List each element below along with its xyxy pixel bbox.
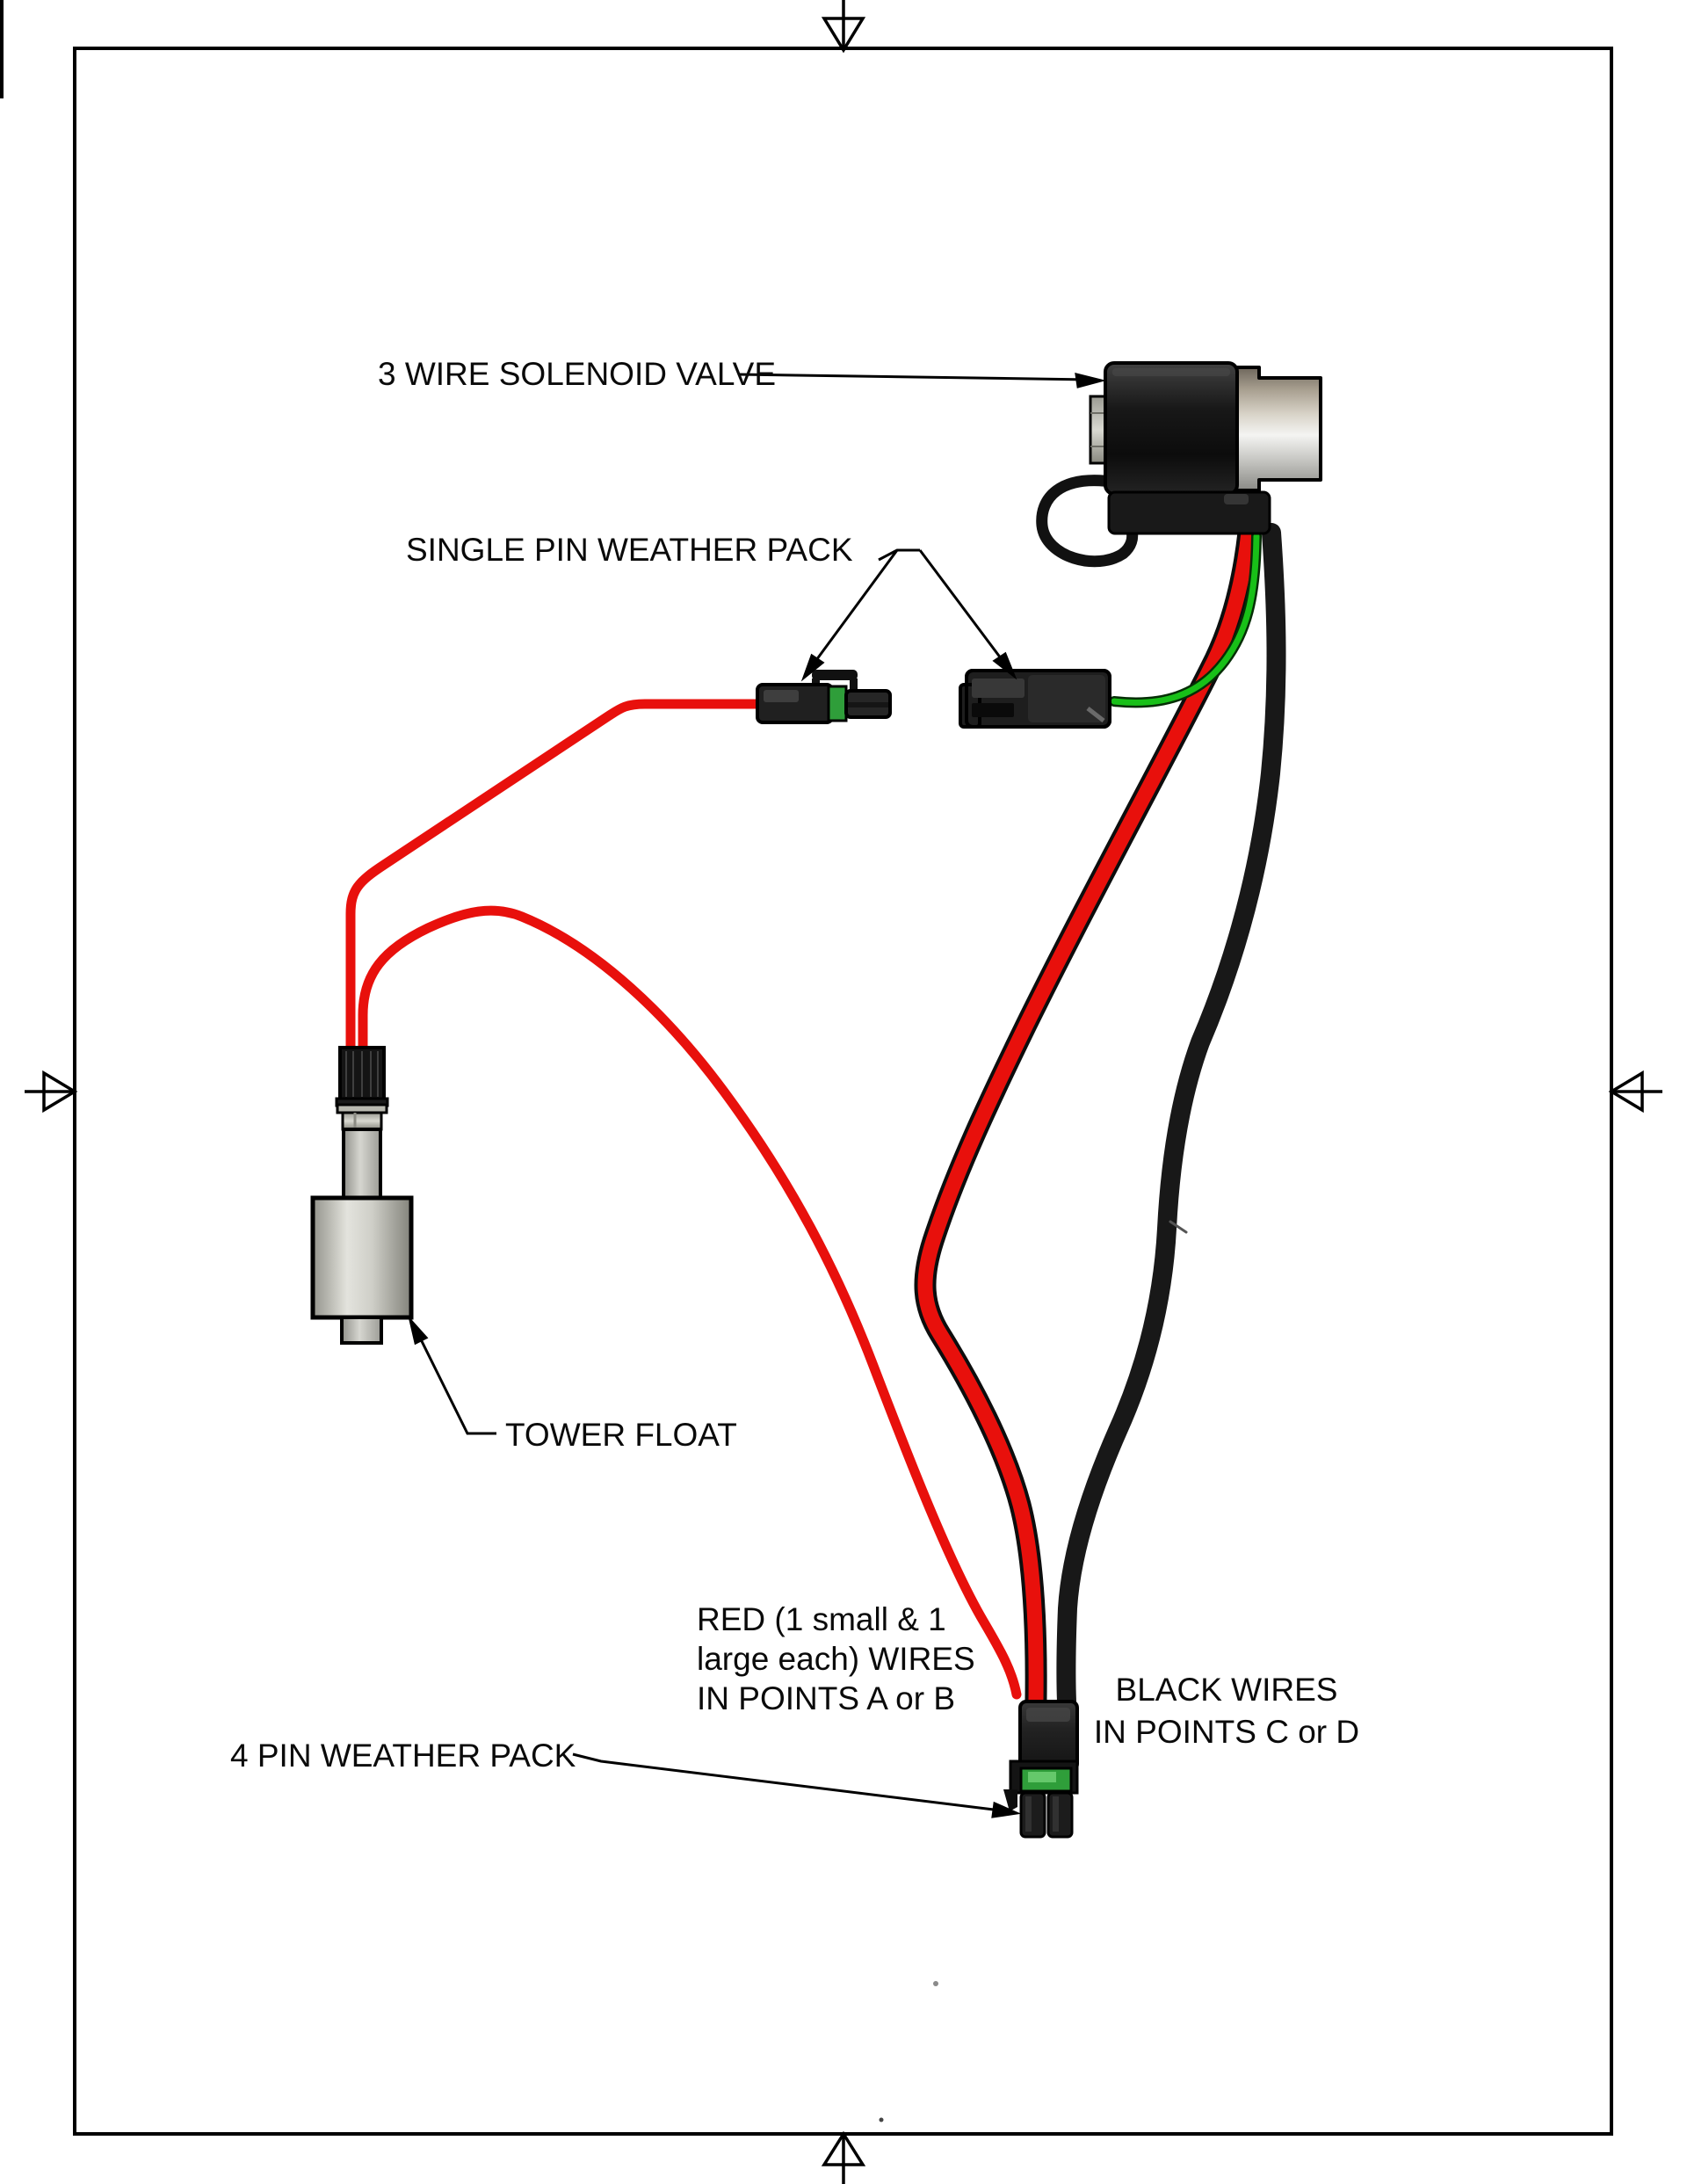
connector-gloss-mark <box>1086 707 1105 722</box>
registration-mark-right <box>1608 1070 1662 1114</box>
large-black-wire <box>1056 523 1286 1711</box>
solenoid-body-highlight <box>1112 368 1230 376</box>
solenoid-coil-body <box>1104 361 1239 496</box>
leader-tower-float <box>408 1315 496 1435</box>
note-black-wires: BLACK WIRES IN POINTS C or D <box>1094 1672 1359 1750</box>
connector-body-sheen <box>1028 675 1105 722</box>
small-red-wire-float-arc <box>358 905 1022 1700</box>
solenoid-bail-loop <box>1036 475 1139 568</box>
float-cap-knurl <box>345 1051 379 1097</box>
note-red-wires: RED (1 small & 1 large each) WIRES IN PO… <box>697 1601 975 1716</box>
scan-speck <box>933 1981 938 1986</box>
wire-harness <box>345 521 1286 1711</box>
four-pin-latch-tab <box>1003 1789 1017 1811</box>
connector-cavity-top <box>972 678 1025 698</box>
single-pin-connector-male <box>959 669 1111 729</box>
note-red-wires-line1: RED (1 small & 1 <box>697 1601 946 1637</box>
float-hex-nut <box>341 1111 383 1131</box>
leader-single-pin <box>800 548 1017 682</box>
leader-lines <box>408 373 1106 1818</box>
leader-four-pin <box>572 1752 1022 1818</box>
registration-mark-bottom <box>821 2130 866 2184</box>
float-body <box>310 1195 414 1320</box>
label-solenoid-valve: 3 WIRE SOLENOID VALVE <box>378 356 776 392</box>
border-rect <box>73 47 1613 2136</box>
four-pin-seal-highlight <box>1028 1772 1056 1782</box>
solenoid-valve <box>1036 361 1322 568</box>
float-stem <box>342 1128 382 1200</box>
connector-tip-seam <box>848 702 888 707</box>
green-wire <box>1111 533 1260 706</box>
registration-mark-left <box>25 1070 78 1114</box>
four-pin-body-highlight <box>1026 1708 1070 1722</box>
page-edge-artifact <box>0 0 4 98</box>
connector-outline <box>965 669 1111 729</box>
connector-latch-bar <box>812 670 858 680</box>
prong-highlight-left <box>1025 1796 1032 1832</box>
float-bottom-stub <box>340 1316 383 1345</box>
prong-highlight-right <box>1053 1796 1059 1832</box>
connector-housing-highlight <box>764 690 799 702</box>
note-red-wires-line2: large each) WIRES <box>697 1641 975 1677</box>
note-black-wires-line1: BLACK WIRES <box>1116 1672 1338 1708</box>
connector-cavity-bottom <box>972 703 1014 717</box>
connector-latch-leg-right <box>850 678 858 691</box>
four-pin-prong-left <box>1019 1791 1046 1839</box>
label-single-pin-weather-pack: SINGLE PIN WEATHER PACK <box>406 532 853 568</box>
label-tower-float: TOWER FLOAT <box>505 1417 737 1453</box>
single-pin-connector-female <box>756 670 892 724</box>
connector-seal-band <box>827 685 848 722</box>
black-wire-splice-mark <box>1169 1220 1188 1234</box>
note-black-wires-line2: IN POINTS C or D <box>1094 1714 1359 1750</box>
label-four-pin-weather-pack: 4 PIN WEATHER PACK <box>230 1738 576 1774</box>
labels: 3 WIRE SOLENOID VALVE SINGLE PIN WEATHER… <box>230 356 1359 1774</box>
scan-speck-2 <box>879 2117 884 2122</box>
four-pin-prong-right <box>1046 1791 1074 1839</box>
leader-solenoid-valve <box>737 373 1106 388</box>
small-red-wire-float-to-connector <box>345 699 764 1055</box>
note-red-wires-line3: IN POINTS A or B <box>697 1680 955 1716</box>
four-pin-connector <box>1003 1700 1079 1839</box>
tower-float-switch <box>310 1046 414 1345</box>
solenoid-silver-cylinder <box>1234 366 1322 492</box>
solenoid-base-highlight <box>1224 494 1249 504</box>
registration-mark-top <box>821 0 866 54</box>
